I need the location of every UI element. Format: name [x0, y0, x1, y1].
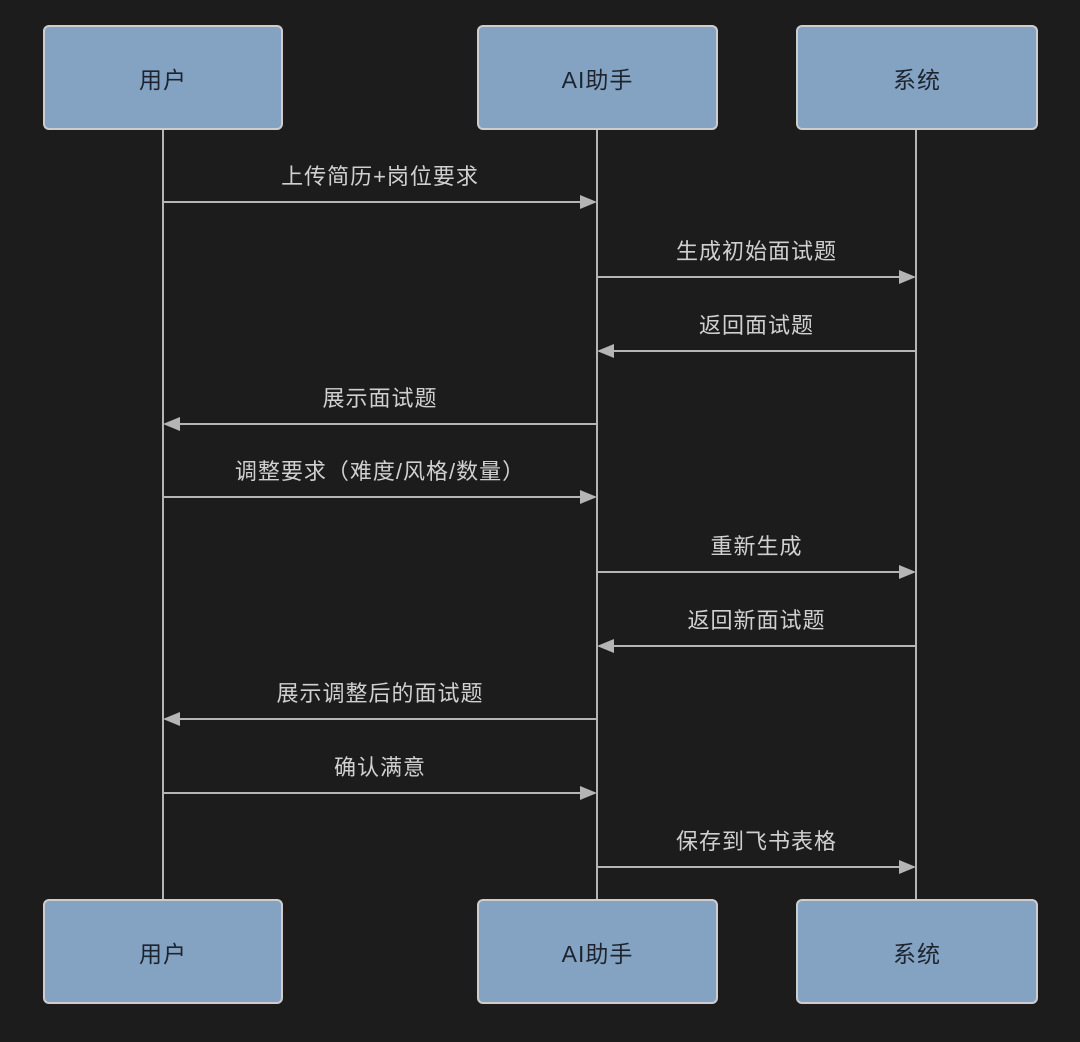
message-line-4 — [163, 496, 595, 498]
actor-label-system: 系统 — [893, 66, 941, 93]
message-label-4: 调整要求（难度/风格/数量） — [234, 459, 526, 484]
message-line-9 — [597, 866, 914, 868]
message-line-2 — [599, 350, 916, 352]
lifeline-user — [162, 128, 164, 901]
actor-box-system-top: 系统 — [796, 25, 1038, 130]
actor-box-ai-top: AI助手 — [477, 25, 718, 130]
message-label-3: 展示面试题 — [322, 386, 438, 411]
message-line-5 — [597, 571, 914, 573]
message-line-8 — [163, 792, 595, 794]
message-label-8: 确认满意 — [333, 755, 426, 780]
actor-label-ai: AI助手 — [561, 66, 634, 93]
lifeline-ai — [596, 128, 598, 901]
message-label-7: 展示调整后的面试题 — [276, 681, 484, 706]
actor-label-system: 系统 — [893, 940, 941, 967]
message-label-1: 生成初始面试题 — [675, 239, 837, 264]
arrow-head-icon-3 — [163, 417, 180, 431]
actor-box-user-top: 用户 — [43, 25, 283, 130]
arrow-head-icon-7 — [163, 712, 180, 726]
message-line-3 — [165, 423, 597, 425]
message-line-0 — [163, 201, 595, 203]
message-line-6 — [599, 645, 916, 647]
message-label-5: 重新生成 — [710, 534, 803, 559]
message-label-6: 返回新面试题 — [687, 608, 826, 633]
message-label-0: 上传简历+岗位要求 — [281, 164, 479, 189]
arrow-head-icon-9 — [899, 860, 916, 874]
arrow-head-icon-1 — [899, 270, 916, 284]
actor-box-ai-bottom: AI助手 — [477, 899, 718, 1004]
actor-label-user: 用户 — [139, 940, 187, 967]
message-line-1 — [597, 276, 914, 278]
actor-label-ai: AI助手 — [561, 940, 634, 967]
message-label-2: 返回面试题 — [698, 313, 814, 338]
actor-box-system-bottom: 系统 — [796, 899, 1038, 1004]
arrow-head-icon-6 — [597, 639, 614, 653]
arrow-head-icon-4 — [580, 490, 597, 504]
actor-box-user-bottom: 用户 — [43, 899, 283, 1004]
message-line-7 — [165, 718, 597, 720]
arrow-head-icon-8 — [580, 786, 597, 800]
arrow-head-icon-2 — [597, 344, 614, 358]
arrow-head-icon-5 — [899, 565, 916, 579]
arrow-head-icon-0 — [580, 195, 597, 209]
message-label-9: 保存到飞书表格 — [675, 829, 837, 854]
actor-label-user: 用户 — [139, 66, 187, 93]
lifeline-system — [915, 128, 917, 901]
